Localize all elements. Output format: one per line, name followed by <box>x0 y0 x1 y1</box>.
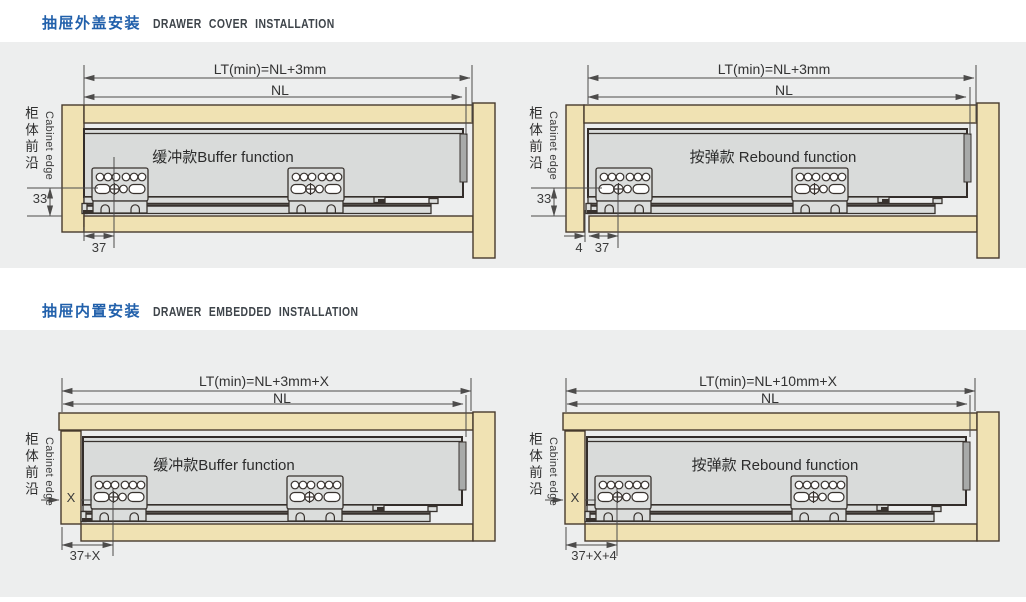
dim-setback-label: X <box>570 490 580 505</box>
section-title-cover: 抽屉外盖安装 DRAWER COVER INSTALLATION <box>42 12 380 33</box>
function-label: 缓冲款Buffer function <box>153 457 295 474</box>
dim-front-label: 37+X <box>69 548 101 563</box>
diagram-cover-buffer <box>27 65 496 259</box>
dim-lt-label: LT(min)=NL+3mm <box>717 61 831 77</box>
diagram-embedded-buffer <box>41 378 496 556</box>
function-label: 按弹款 Rebound function <box>689 149 857 166</box>
diagram-cover-rebound <box>531 65 1000 259</box>
cabinet-edge-label-en: Cabinet edge <box>43 437 55 507</box>
dim-front-label: 37 <box>91 240 107 255</box>
dim-lt-label: LT(min)=NL+3mm <box>213 61 327 77</box>
dim-nl-label: NL <box>761 390 779 406</box>
dim-nl-label: NL <box>273 390 291 406</box>
section-title-embedded-zh: 抽屉内置安装 <box>42 303 142 320</box>
diagram-embedded-rebound <box>545 378 1000 556</box>
dim-front-label: 37+X+4 <box>571 548 617 563</box>
section-title-embedded: 抽屉内置安装 DRAWER EMBEDDED INSTALLATION <box>42 300 410 321</box>
dim-front-label: 37 <box>594 240 610 255</box>
cabinet-edge-label-zh: 柜体前沿 <box>23 432 38 498</box>
dim-nl-label: NL <box>775 82 793 98</box>
cabinet-edge-label-zh: 柜体前沿 <box>527 106 542 172</box>
dim-height-label: 33 <box>536 191 552 206</box>
dim-lt-label: LT(min)=NL+10mm+X <box>699 373 837 389</box>
dim-setback-label: X <box>66 490 76 505</box>
cabinet-edge-label-en: Cabinet edge <box>547 437 559 507</box>
cabinet-edge-label-zh: 柜体前沿 <box>23 106 38 172</box>
function-label: 按弹款 Rebound function <box>691 457 859 474</box>
section-title-embedded-en: DRAWER EMBEDDED INSTALLATION <box>153 304 359 319</box>
dim-gap-label: 4 <box>575 240 583 255</box>
section-title-cover-en: DRAWER COVER INSTALLATION <box>153 16 335 31</box>
dim-nl-label: NL <box>271 82 289 98</box>
dim-height-label: 33 <box>32 191 48 206</box>
cabinet-edge-label-zh: 柜体前沿 <box>527 432 542 498</box>
cabinet-edge-label-en: Cabinet edge <box>43 111 55 181</box>
dim-lt-label: LT(min)=NL+3mm+X <box>198 373 330 389</box>
cabinet-edge-label-en: Cabinet edge <box>547 111 559 181</box>
section-title-cover-zh: 抽屉外盖安装 <box>42 15 142 32</box>
function-label: 缓冲款Buffer function <box>152 149 294 166</box>
